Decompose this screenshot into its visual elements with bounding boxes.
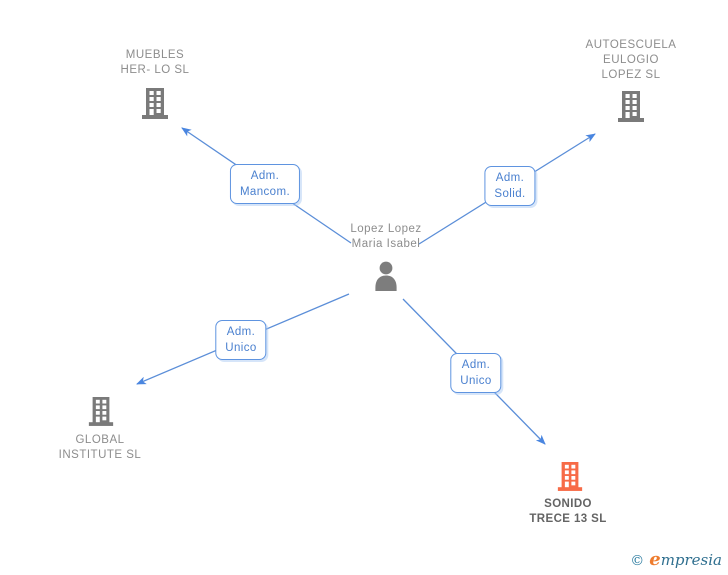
role-label-adm-solid: Adm. Solid. (484, 166, 536, 206)
person-name-line: Lopez Lopez (350, 223, 422, 235)
company-name-line: HER- LO SL (120, 64, 190, 76)
role-line: Unico (460, 375, 492, 387)
company-name-line: INSTITUTE SL (58, 449, 142, 461)
building-icon[interactable] (140, 86, 170, 125)
role-line: Adm. (226, 326, 256, 338)
company-label-sonido[interactable]: SONIDO TRECE 13 SL (529, 497, 606, 527)
company-label-autoescuela[interactable]: AUTOESCUELA EULOGIO LOPEZ SL (586, 38, 677, 83)
role-line: Adm. (250, 170, 280, 182)
role-label-adm-unico-left: Adm. Unico (215, 320, 267, 360)
company-name-line: MUEBLES (125, 49, 185, 61)
company-name-line: GLOBAL (75, 434, 125, 446)
role-label-adm-mancom: Adm. Mancom. (229, 164, 301, 204)
company-label-global[interactable]: GLOBAL INSTITUTE SL (59, 433, 142, 463)
building-icon[interactable] (87, 394, 115, 433)
brand-rest: mpresia (660, 551, 722, 569)
brand-wordmark: empresia (649, 549, 722, 570)
copyright-icon: © (630, 553, 645, 569)
building-icon[interactable] (616, 89, 646, 128)
role-line: Solid. (494, 188, 526, 200)
person-label[interactable]: Lopez Lopez Maria Isabel (350, 222, 421, 252)
building-icon-highlighted[interactable] (556, 459, 584, 498)
empresia-logo[interactable]: © empresia (630, 549, 722, 570)
role-line: Unico (225, 342, 257, 354)
company-name-line: LOPEZ SL (601, 69, 661, 81)
company-name-line: AUTOESCUELA (585, 39, 677, 51)
role-label-adm-unico-right: Adm. Unico (450, 353, 502, 393)
role-line: Adm. (495, 172, 525, 184)
company-name-line: EULOGIO (603, 54, 659, 66)
person-name-line: Maria Isabel (351, 238, 421, 250)
person-icon[interactable] (373, 261, 399, 296)
company-label-muebles[interactable]: MUEBLES HER- LO SL (121, 48, 190, 78)
role-line: Mancom. (239, 186, 291, 198)
company-name-line: SONIDO (544, 498, 592, 510)
role-line: Adm. (461, 359, 491, 371)
brand-initial: e (649, 549, 661, 570)
company-name-line: TRECE 13 SL (529, 513, 607, 525)
